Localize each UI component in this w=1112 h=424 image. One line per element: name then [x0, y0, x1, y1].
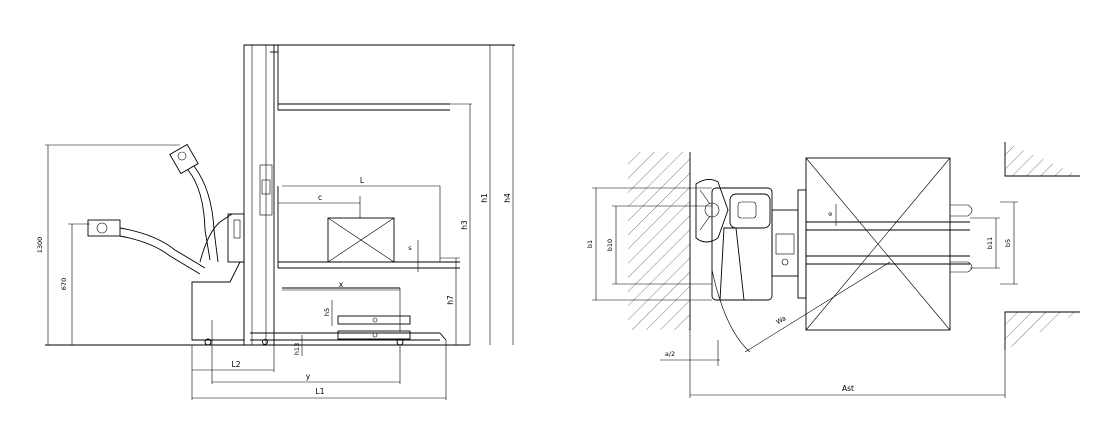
dim-x: x [282, 280, 400, 291]
dim-wa-label: Wa [775, 314, 788, 326]
dim-b11-label: b11 [986, 237, 994, 249]
dim-h7: h7 [440, 257, 460, 345]
dim-a2: a/2 [660, 330, 720, 398]
dim-L: L [282, 176, 441, 262]
dim-ast: Ast [690, 350, 1006, 398]
dim-y: y [211, 340, 401, 384]
dim-h4: h4 [503, 45, 514, 345]
dim-s-label: s [408, 244, 412, 252]
dim-b10: b10 [606, 205, 712, 285]
dim-e: e [826, 204, 837, 226]
truck-body [191, 213, 404, 346]
tiller-lowered [87, 219, 206, 275]
dim-670-label: 670 [60, 278, 68, 290]
dim-s: s [408, 240, 419, 272]
dim-1300: 1300 [36, 144, 180, 345]
dim-h5: h5 [323, 300, 333, 326]
load-top [805, 157, 973, 331]
dim-ast-label: Ast [842, 384, 854, 393]
dim-e-label: e [826, 212, 834, 216]
dim-L-label: L [360, 176, 365, 185]
dim-x-label: x [339, 280, 344, 289]
load-forks [277, 186, 460, 269]
dim-c: c [318, 193, 322, 202]
dim-y-label: y [306, 372, 311, 381]
dim-a2-label: a/2 [665, 350, 675, 358]
truck-top [695, 179, 807, 301]
dim-h3-label: h3 [460, 220, 469, 230]
mast [243, 44, 515, 346]
dim-1300-label: 1300 [36, 237, 44, 254]
dim-b5-label: b5 [1004, 239, 1012, 247]
forks-top [806, 221, 970, 265]
dim-h1-label: h1 [480, 193, 489, 203]
dim-L1: L1 [192, 340, 447, 400]
left-wall-hatch [628, 152, 690, 330]
dim-b11: b11 [970, 217, 1000, 269]
dim-h4-label: h4 [503, 193, 512, 203]
dim-L2-label: L2 [232, 360, 241, 369]
dim-b10-label: b10 [606, 239, 614, 251]
dim-h5-label: h5 [323, 308, 331, 316]
right-wall-top-hatch [1005, 142, 1080, 176]
right-wall-bottom-hatch [1005, 312, 1080, 350]
load-box [327, 217, 395, 263]
dim-h1: h1 [274, 44, 492, 345]
base-forks [250, 287, 447, 341]
dim-c-label: c [318, 193, 322, 202]
dim-wa: Wa [711, 261, 891, 353]
dim-h13: h13 [293, 335, 303, 356]
top-view: b1 b10 e b11 b5 [586, 142, 1080, 398]
dim-h13-label: h13 [293, 343, 301, 355]
dim-b1-label: b1 [586, 240, 594, 248]
dim-b1: b1 [586, 187, 712, 301]
side-view: 1300 670 h4 h1 h3 h7 [36, 44, 515, 400]
dim-670: 670 [60, 223, 90, 345]
dim-b5: b5 [1000, 201, 1018, 285]
tiller-raised [169, 143, 219, 263]
dim-L1-label: L1 [316, 387, 325, 396]
dim-h3: h3 [450, 103, 472, 345]
raised-forks [277, 45, 450, 111]
dim-h7-label: h7 [446, 295, 455, 305]
dim-L2: L2 [191, 345, 275, 400]
